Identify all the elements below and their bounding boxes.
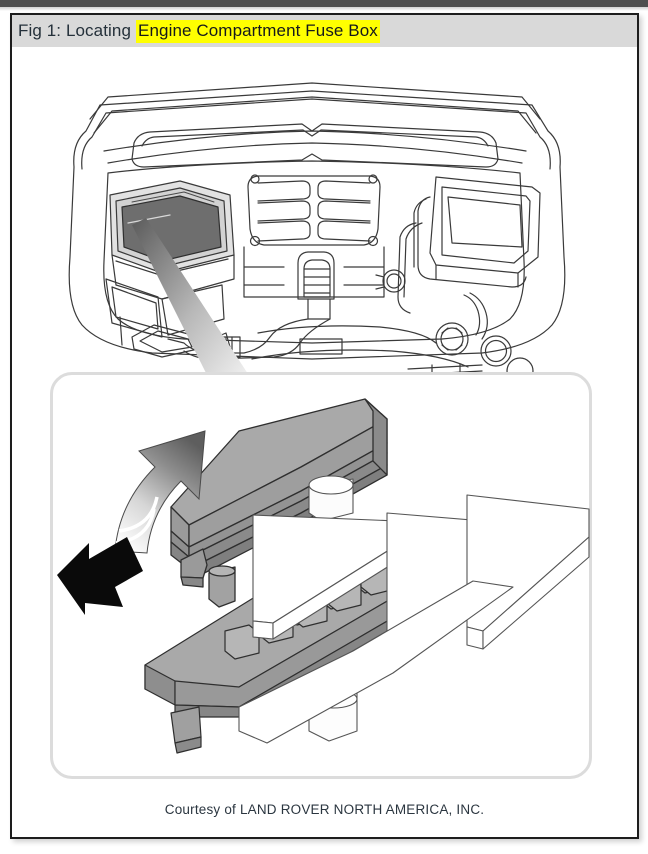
callout-pointer [132,218,250,377]
fuse-box-detail-illustration [53,375,590,776]
figure-title-highlighted: Engine Compartment Fuse Box [136,19,380,43]
lift-direction-arrow [114,430,206,554]
engine-cover [243,174,385,298]
press-tab-arrow [57,537,143,615]
top-chrome-strip [0,0,648,7]
right-air-box [413,176,541,288]
figure-label-prefix: Fig 1: Locating [18,21,132,40]
figure-header: Fig 1: Locating Engine Compartment Fuse … [12,15,637,47]
engine-bay-illustration [12,47,637,385]
top-chrome-shadow [0,7,648,11]
adjacent-modules [238,475,590,744]
courtesy-text: Courtesy of LAND ROVER NORTH AMERICA, IN… [164,802,485,817]
engine-fuse-box [109,180,235,300]
fuse-box-detail-panel [50,372,592,779]
figure-card: Fig 1: Locating Engine Compartment Fuse … [10,13,639,839]
